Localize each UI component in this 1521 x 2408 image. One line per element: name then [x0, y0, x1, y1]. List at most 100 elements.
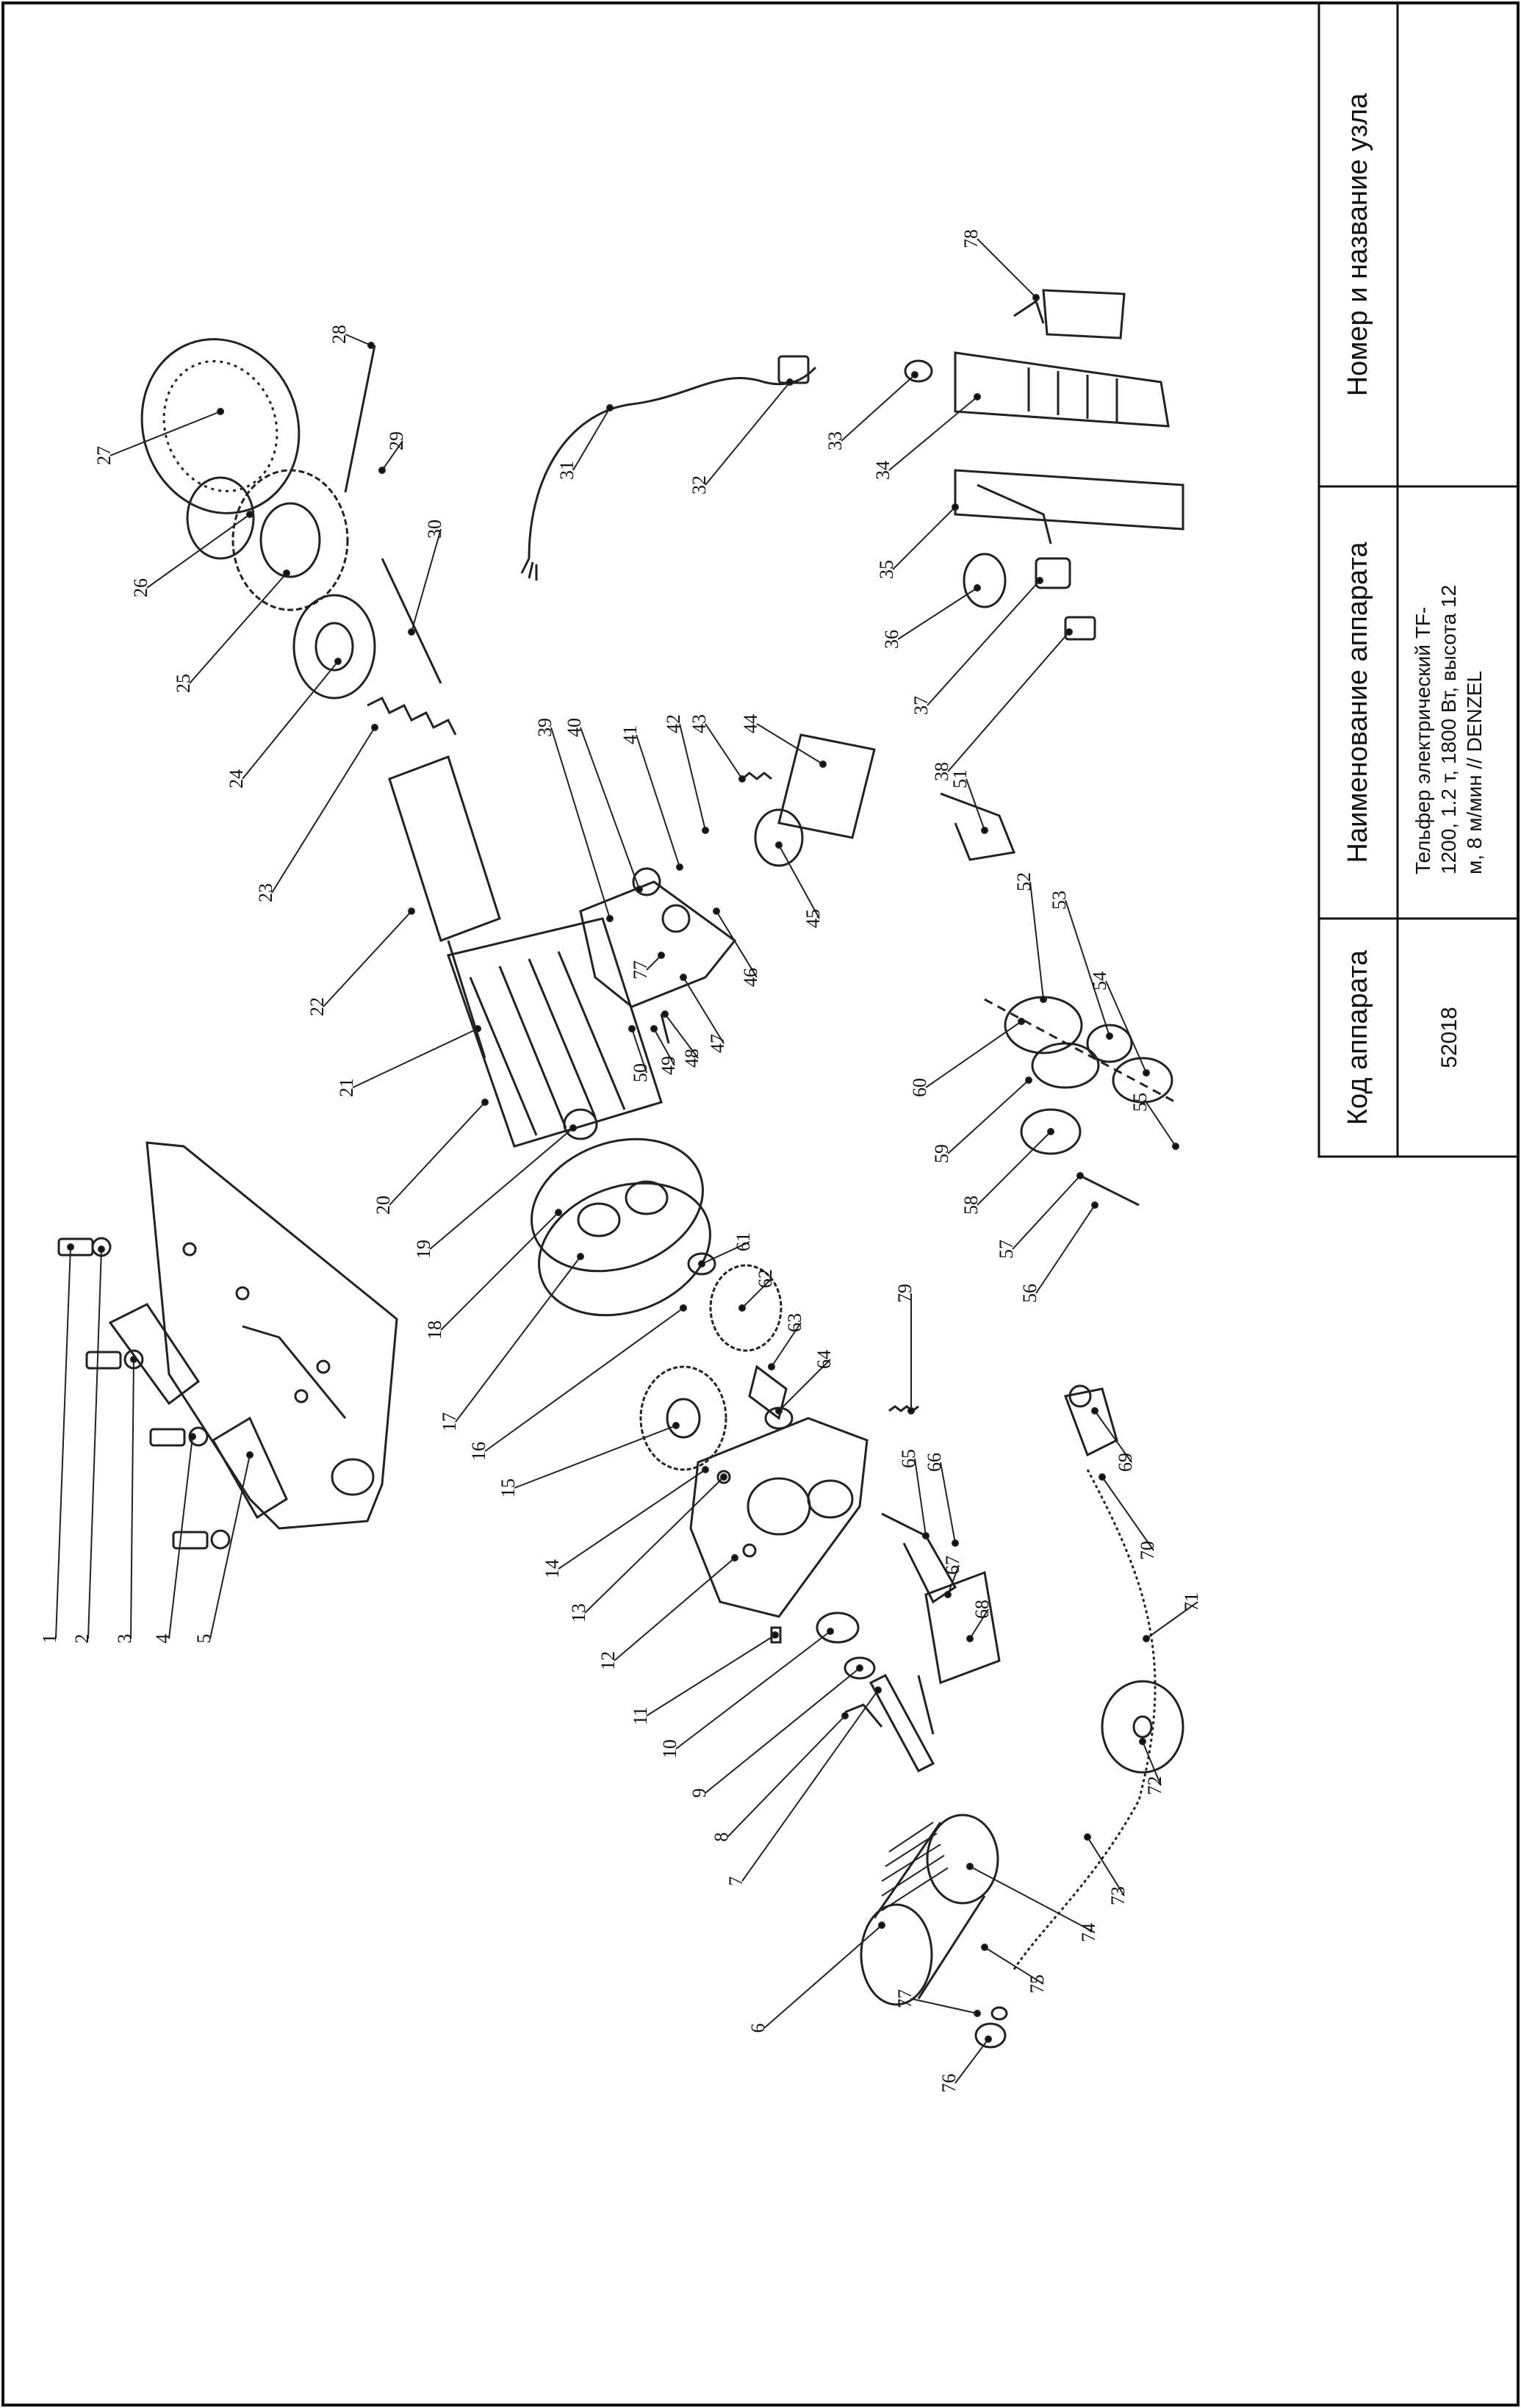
callout-number: 23	[255, 883, 276, 902]
callout-number: 35	[876, 560, 897, 579]
leader-line-n74	[969, 1866, 1096, 1933]
callout-number: 36	[881, 630, 902, 649]
leader-line-n20	[389, 1101, 486, 1206]
leader-line-n36	[897, 587, 978, 640]
leader-line-n32	[705, 381, 791, 486]
leader-line-n5	[209, 1454, 251, 1639]
callout-number: 7	[725, 1877, 747, 1886]
callout-number: 24	[226, 769, 247, 788]
leader-line-n45	[778, 844, 820, 919]
leader-dot-n66	[952, 1539, 959, 1547]
leader-line-n67	[947, 1564, 960, 1595]
callout-number: 14	[542, 1559, 563, 1578]
leader-line-n13	[584, 1476, 724, 1614]
leader-line-n58	[977, 1131, 1051, 1206]
part-44-cover	[777, 733, 876, 839]
leader-line-n14	[558, 1469, 706, 1570]
part-72-weight	[1101, 1680, 1184, 1774]
leader-line-n37	[927, 580, 1040, 706]
callout-number: 29	[386, 431, 407, 450]
leader-dot-n34	[974, 393, 981, 400]
leader-line-n73	[1087, 1836, 1125, 1897]
leader-line-n24	[242, 661, 339, 780]
leader-line-n11	[646, 1634, 776, 1717]
part-23-spring	[367, 696, 457, 736]
leader-dot-n42	[702, 827, 709, 834]
leader-dot-n5	[246, 1451, 254, 1459]
leader-dot-n38	[1065, 628, 1073, 636]
leader-dot-n32	[786, 378, 794, 386]
leader-line-n38	[947, 631, 1070, 772]
leader-dot-n13	[720, 1473, 727, 1481]
part-68-frame	[917, 1570, 1001, 1735]
callout-number: 18	[424, 1320, 445, 1340]
leader-line-n19	[429, 1127, 574, 1250]
leader-dot-n40	[636, 885, 643, 893]
callout-number: 72	[1144, 1776, 1165, 1795]
leader-dot-n27	[217, 408, 224, 415]
name-line-2: 1200, 1.2 т, 1800 Вт, высота 12	[1437, 585, 1460, 874]
callout-number: 41	[619, 725, 641, 744]
callout-number: 77	[894, 1989, 916, 2008]
leader-dot-n28	[367, 342, 375, 349]
leader-line-n2	[87, 1248, 102, 1639]
leader-dot-n47	[680, 974, 687, 981]
leader-dot-n50	[628, 1025, 636, 1032]
leader-line-n27	[109, 411, 221, 456]
leader-line-n41	[636, 734, 680, 868]
callout-number: 70	[1137, 1541, 1158, 1560]
part-22-rotor	[388, 755, 501, 1059]
leader-dot-n4	[189, 1433, 196, 1440]
leader-dot-n16	[680, 1304, 687, 1312]
leader-dot-n8	[841, 1712, 849, 1719]
part-27-end-cover	[140, 338, 301, 514]
leader-line-n66	[940, 1462, 956, 1544]
leader-dot-n77a	[974, 2010, 981, 2017]
part-62-gear	[687, 1252, 783, 1352]
callout-number: 51	[949, 769, 971, 788]
leader-dot-n12	[731, 1554, 738, 1561]
part-76-nut	[974, 2006, 1008, 2049]
leader-line-n76	[954, 2038, 989, 2084]
leader-line-n63	[771, 1322, 802, 1367]
leader-dot-n39	[606, 915, 614, 922]
part-32-connector	[777, 355, 810, 384]
callout-number: 27	[93, 446, 115, 465]
leader-line-n28	[345, 334, 372, 346]
callout-number: 4	[152, 1634, 173, 1644]
leader-line-n52	[1029, 881, 1044, 1000]
leader-line-n72	[1142, 1741, 1162, 1786]
callout-number: 65	[898, 1449, 919, 1468]
leader-line-n23	[271, 727, 375, 894]
leader-dot-n25	[283, 569, 290, 577]
part-1-4-bolts	[57, 1237, 231, 1550]
leader-dot-n51	[981, 827, 988, 834]
leader-line-n53	[1065, 899, 1110, 1037]
leader-dot-n45	[775, 841, 783, 849]
callout-number: 33	[824, 431, 846, 450]
part-78-cap	[1013, 289, 1126, 339]
callout-number: 79	[894, 1284, 916, 1303]
leader-line-n71	[1146, 1601, 1198, 1639]
header-name: Наименование аппарата	[1342, 542, 1373, 863]
leader-dot-n48	[661, 1010, 669, 1018]
callout-number: 32	[688, 475, 710, 495]
leader-dot-n7	[874, 1686, 882, 1694]
callout-number: 58	[960, 1196, 982, 1215]
callout-number: 61	[733, 1232, 754, 1251]
leader-line-n50	[631, 1028, 647, 1074]
callout-number: 43	[688, 714, 710, 733]
part-21-stator	[447, 917, 663, 1148]
part-26-fan	[186, 469, 349, 611]
leader-line-n75	[984, 1947, 1044, 1985]
leader-dot-n31	[606, 404, 614, 411]
leader-line-n26	[146, 514, 251, 589]
leader-dot-n29	[378, 467, 386, 474]
leader-dot-n69	[1091, 1407, 1098, 1415]
part-24-bearing-hub	[292, 594, 376, 700]
callout-number: 42	[663, 714, 684, 733]
leader-line-n40	[580, 727, 640, 890]
callout-number: 56	[1019, 1284, 1040, 1303]
leader-line-n54	[1105, 980, 1147, 1074]
